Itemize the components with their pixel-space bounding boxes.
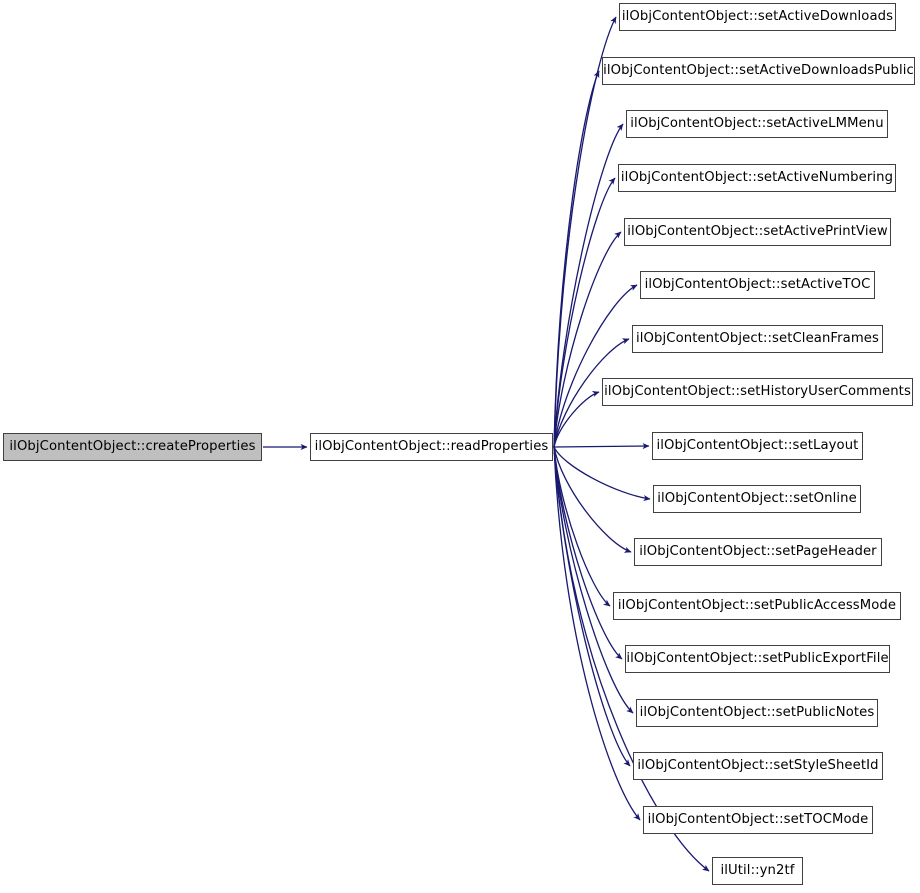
graph-node-label: ilObjContentObject::setStyleSheetId: [637, 758, 879, 774]
graph-node-setPublicAccessMode[interactable]: ilObjContentObject::setPublicAccessMode: [613, 592, 901, 620]
graph-node-label: ilObjContentObject::setActiveDownloads: [621, 9, 894, 25]
graph-edge-readProperties-to-setOnline: [553, 446, 651, 502]
graph-node-setPublicNotes[interactable]: ilObjContentObject::setPublicNotes: [636, 699, 878, 727]
graph-node-setActiveDownloadsPublic[interactable]: ilObjContentObject::setActiveDownloadsPu…: [602, 57, 915, 85]
graph-node-setActiveTOC[interactable]: ilObjContentObject::setActiveTOC: [640, 271, 875, 299]
graph-edge-readProperties-to-setActiveNumbering: [553, 177, 616, 448]
graph-node-label: ilObjContentObject::setActiveLMMenu: [630, 116, 884, 132]
graph-node-setOnline[interactable]: ilObjContentObject::setOnline: [653, 485, 861, 513]
graph-edge-readProperties-to-setPublicAccessMode: [553, 446, 611, 607]
graph-node-setHistoryUserComments[interactable]: ilObjContentObject::setHistoryUserCommen…: [602, 378, 913, 406]
graph-node-label: ilObjContentObject::setLayout: [656, 438, 859, 454]
graph-edge-readProperties-to-setActivePrintView: [553, 231, 622, 448]
graph-node-label: ilObjContentObject::setPublicExportFile: [626, 651, 889, 667]
graph-edge-readProperties-to-setActiveTOC: [553, 284, 638, 448]
graph-edge-readProperties-to-setPublicNotes: [553, 446, 634, 714]
graph-node-setPageHeader[interactable]: ilObjContentObject::setPageHeader: [634, 538, 882, 566]
graph-node-setActiveDownloads[interactable]: ilObjContentObject::setActiveDownloads: [619, 3, 896, 31]
graph-node-label: ilObjContentObject::setActiveNumbering: [620, 170, 894, 186]
graph-node-setCleanFrames[interactable]: ilObjContentObject::setCleanFrames: [632, 325, 883, 353]
graph-edge-readProperties-to-setTOCMode: [553, 446, 641, 821]
graph-node-readProperties[interactable]: ilObjContentObject::readProperties: [310, 433, 553, 461]
graph-node-setTOCMode[interactable]: ilObjContentObject::setTOCMode: [643, 806, 873, 834]
graph-node-label: ilObjContentObject::setPageHeader: [639, 544, 877, 560]
graph-edge-readProperties-to-setHistoryUserComments: [553, 391, 600, 448]
graph-node-label: ilObjContentObject::setHistoryUserCommen…: [604, 384, 911, 400]
graph-node-setActivePrintView[interactable]: ilObjContentObject::setActivePrintView: [624, 218, 891, 246]
graph-node-label: ilObjContentObject::setTOCMode: [647, 812, 869, 828]
graph-edge-readProperties-to-setPublicExportFile: [553, 446, 623, 660]
graph-node-label: ilObjContentObject::setActiveTOC: [644, 277, 871, 293]
graph-node-setLayout[interactable]: ilObjContentObject::setLayout: [652, 432, 863, 460]
graph-node-label: ilObjContentObject::setPublicNotes: [639, 705, 875, 721]
graph-node-label: ilUtil::yn2tf: [720, 863, 795, 879]
graph-node-setPublicExportFile[interactable]: ilObjContentObject::setPublicExportFile: [625, 645, 890, 673]
graph-node-yn2tf[interactable]: ilUtil::yn2tf: [712, 857, 803, 885]
graph-node-setActiveNumbering[interactable]: ilObjContentObject::setActiveNumbering: [618, 164, 896, 192]
graph-node-label: ilObjContentObject::setPublicAccessMode: [617, 598, 897, 614]
graph-node-label: ilObjContentObject::createProperties: [9, 439, 256, 455]
graph-edge-readProperties-to-setPageHeader: [553, 446, 632, 553]
graph-node-label: ilObjContentObject::setActivePrintView: [627, 224, 888, 240]
graph-node-label: ilObjContentObject::setOnline: [657, 491, 857, 507]
graph-node-label: ilObjContentObject::setActiveDownloadsPu…: [603, 63, 914, 79]
graph-edge-readProperties-to-setActiveDownloadsPublic: [553, 70, 600, 448]
graph-node-setActiveLMMenu[interactable]: ilObjContentObject::setActiveLMMenu: [626, 110, 888, 138]
graph-node-label: ilObjContentObject::readProperties: [314, 439, 549, 455]
graph-node-createProperties[interactable]: ilObjContentObject::createProperties: [3, 433, 262, 461]
graph-node-setStyleSheetId[interactable]: ilObjContentObject::setStyleSheetId: [633, 752, 883, 780]
graph-node-label: ilObjContentObject::setCleanFrames: [636, 331, 879, 347]
graph-edge-readProperties-to-setLayout: [553, 442, 650, 450]
